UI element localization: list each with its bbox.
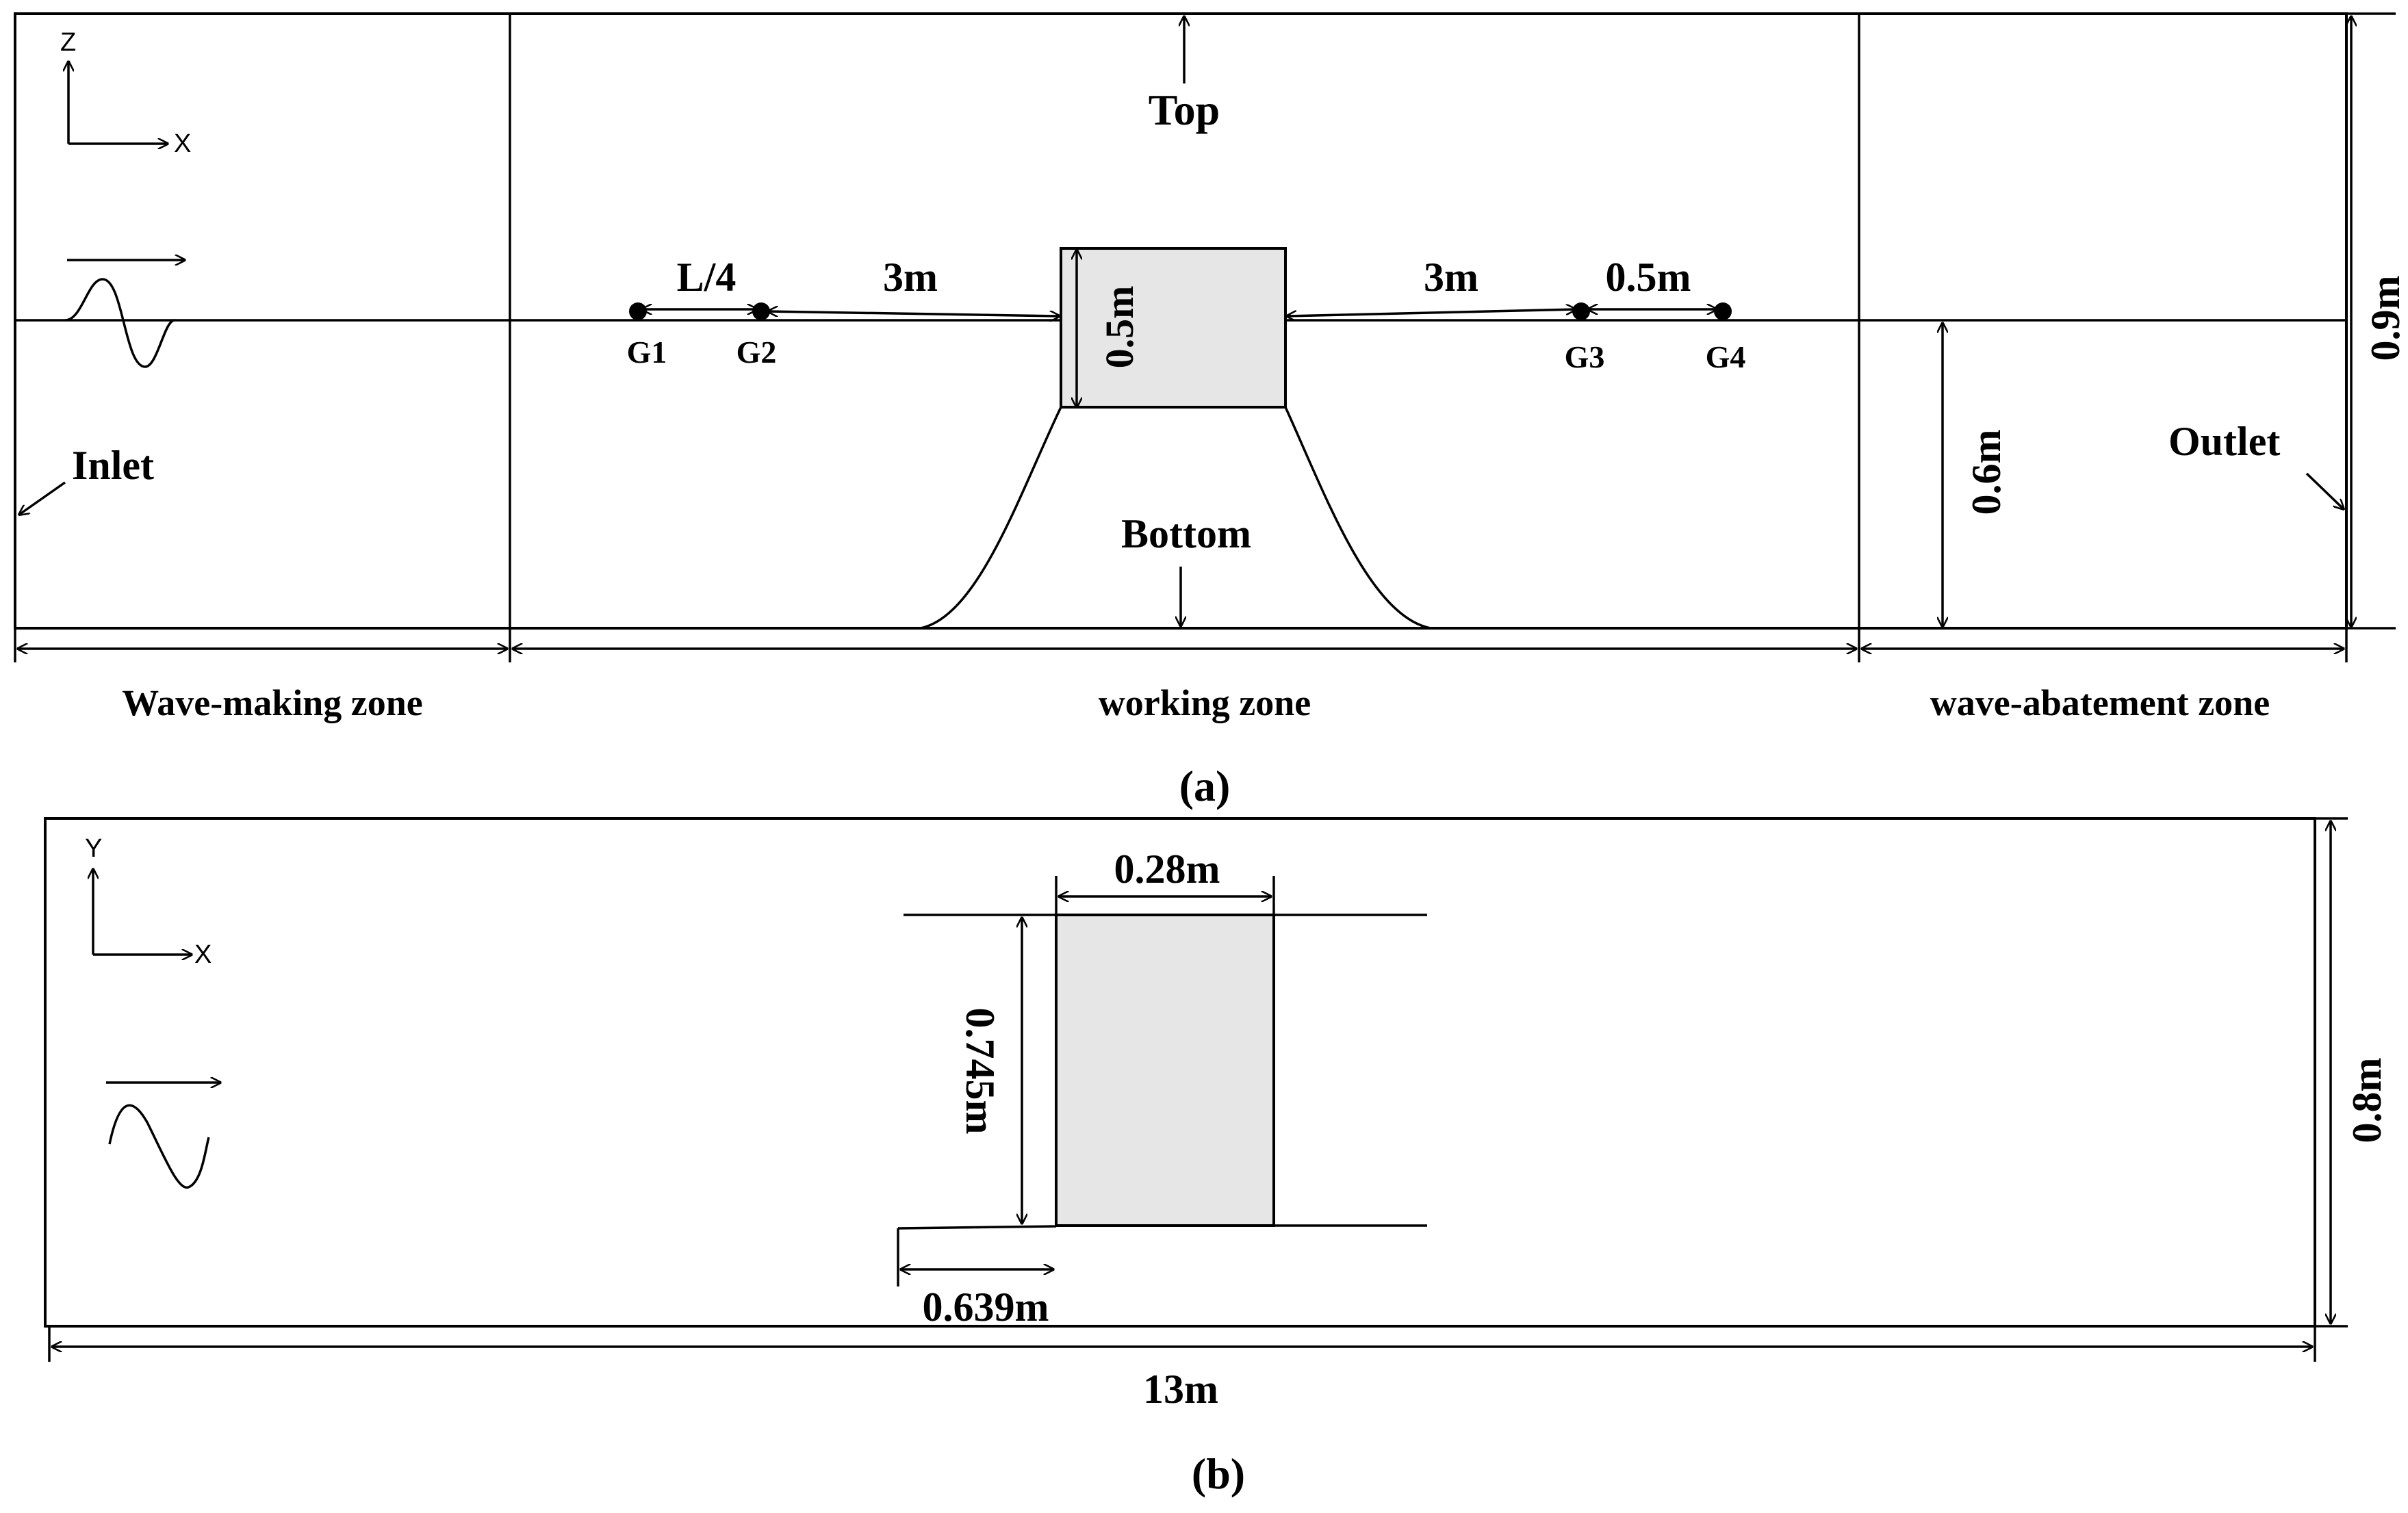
gauge-g2-label: G2 [737, 335, 777, 370]
submerged-mound [920, 406, 1431, 630]
caption-a: (a) [1179, 762, 1231, 810]
dim-structure-g3 [1287, 309, 1576, 316]
water-depth-label: 0.6m [1964, 430, 2009, 515]
tank-height-label: 0.9m [2363, 276, 2408, 361]
gauge-g1-dot [629, 302, 647, 320]
top-label: Top [1149, 86, 1220, 134]
panel-b: Y X 0.28m 0.745m 0.639m 0.8m 13m [44, 817, 2390, 1498]
structure-plan [1055, 914, 1275, 1227]
structure-length-label: 0.745m [958, 1008, 1003, 1135]
axis-label-x: X [174, 129, 191, 158]
panel-a: Z X Inlet Top 0.5m G1 G2 G3 G4 L/4 3m [14, 12, 2408, 810]
wave-icon-b [108, 1104, 210, 1189]
dim-structure-g3-label: 3m [1424, 255, 1478, 300]
structure-width-label: 0.28m [1114, 846, 1220, 892]
gauge-g4-dot [1714, 302, 1732, 320]
inlet-arrow [19, 481, 66, 515]
tank-length-label: 13m [1143, 1367, 1218, 1412]
inlet-label: Inlet [72, 443, 154, 488]
offset-label: 0.639m [923, 1284, 1049, 1330]
bottom-label: Bottom [1121, 511, 1251, 556]
outlet-label: Outlet [2168, 419, 2280, 464]
axis-label-z: Z [60, 28, 76, 57]
working-zone-label: working zone [1099, 682, 1311, 723]
gauge-g3-dot [1572, 302, 1590, 320]
dim-g2-structure-label: 3m [883, 255, 938, 300]
gauge-g4-label: G4 [1706, 339, 1746, 374]
dim-g2-structure [768, 311, 1060, 316]
gauge-g3-label: G3 [1565, 339, 1605, 374]
tank-width-label: 0.8m [2344, 1058, 2390, 1143]
dim-g1-g2-label: L/4 [677, 255, 737, 300]
gauge-g2-dot [752, 302, 770, 320]
axes-yx-icon [93, 869, 192, 955]
axis-label-y: Y [85, 834, 102, 863]
caption-b: (b) [1192, 1449, 1245, 1498]
wall-left-bottom [897, 1225, 1057, 1230]
gauge-g1-label: G1 [627, 335, 667, 370]
structure-height-label: 0.5m [1097, 286, 1142, 369]
axes-zx-icon [68, 62, 168, 144]
wave-abatement-zone-label: wave-abatement zone [1930, 682, 2270, 723]
outlet-arrow [2305, 472, 2344, 509]
dim-g3-g4-label: 0.5m [1606, 255, 1691, 300]
wave-making-zone-label: Wave-making zone [122, 682, 423, 723]
structure-side [1060, 247, 1287, 409]
axis-label-x-b: X [194, 940, 212, 969]
plan-view-tank-outline [44, 817, 2316, 1328]
wave-icon [64, 278, 175, 368]
